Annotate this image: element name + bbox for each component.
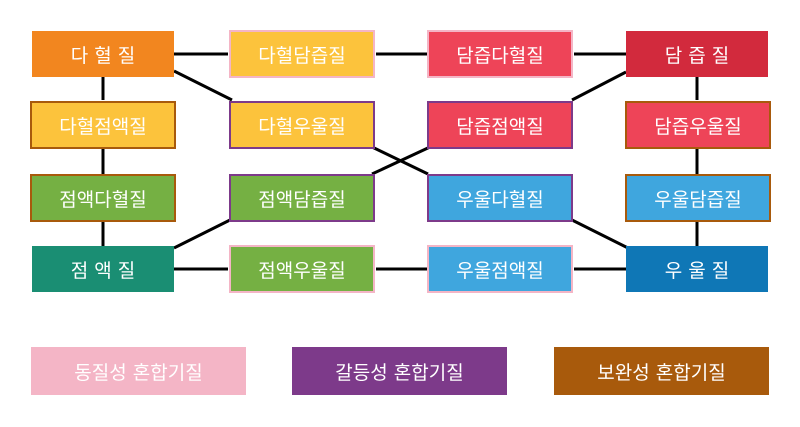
legend-homogeneous: 동질성 혼합기질 [31, 347, 246, 395]
node-uul: 우 울 질 [626, 246, 768, 292]
line-jeomaekdamjeup-jeomaek [173, 218, 231, 250]
node-uul-jeomaek: 우울점액질 [427, 245, 573, 293]
node-damjeup: 담 즙 질 [626, 31, 768, 77]
line-dahyeol-dahyeoluul [173, 69, 233, 102]
node-jeomaek-damjeup: 점액담즙질 [229, 174, 375, 222]
node-damjeup-jeomaek: 담즙점액질 [427, 101, 573, 149]
line-uuldahyeol-uul [571, 218, 629, 250]
node-uul-dahyeol: 우울다혈질 [427, 174, 573, 222]
node-jeomaek-uul: 점액우울질 [229, 245, 375, 293]
legend-conflict: 갈등성 혼합기질 [292, 347, 507, 395]
legend-complement: 보완성 혼합기질 [554, 347, 769, 395]
node-damjeup-dahyeol: 담즙다혈질 [427, 30, 573, 78]
node-jeomaek-dahyeol: 점액다혈질 [30, 174, 176, 222]
node-dahyeol-uul: 다혈우울질 [229, 101, 375, 149]
node-dahyeol-jeomaek: 다혈점액질 [30, 101, 176, 149]
node-dahyeol: 다 혈 질 [32, 31, 174, 77]
node-uul-damjeup: 우울담즙질 [625, 174, 771, 222]
node-dahyeol-damjeup: 다혈담즙질 [229, 30, 375, 78]
node-damjeup-uul: 담즙우울질 [625, 101, 771, 149]
node-jeomaek: 점 액 질 [32, 246, 174, 292]
line-damjeup-damjeupjeomaek [571, 70, 627, 102]
line-damjeupjeomaek-jeomaekdamjeup [371, 145, 431, 176]
